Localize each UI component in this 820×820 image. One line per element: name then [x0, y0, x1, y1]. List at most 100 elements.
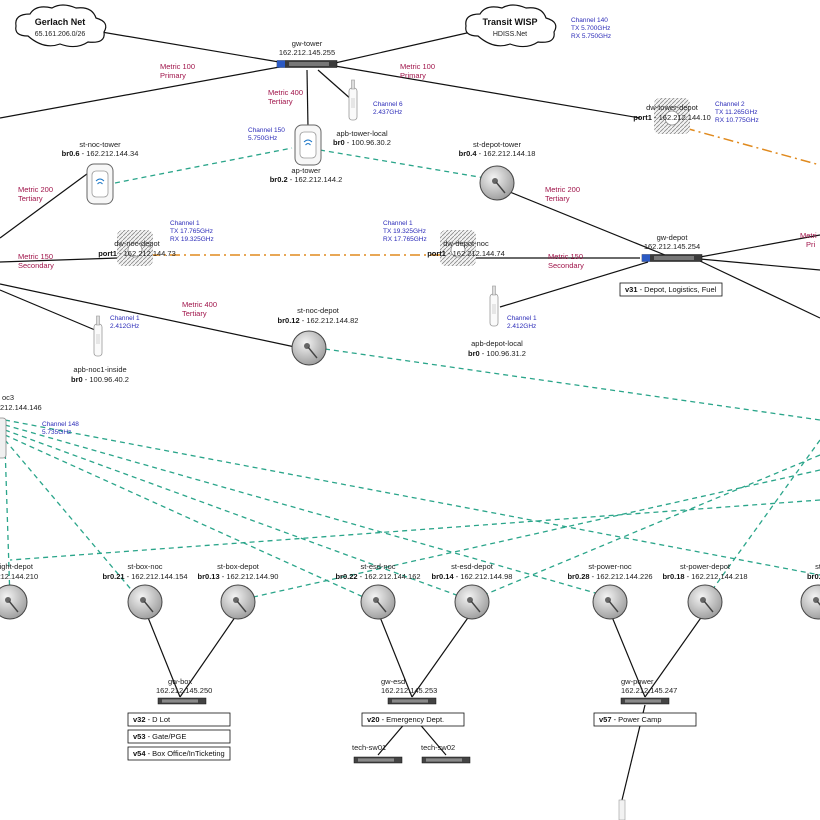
st-noc-tower-ip: 162.212.144.34 [86, 149, 138, 158]
station-ip: 162.212.144.162 [364, 572, 420, 581]
metric-150-left-line1: Metric 150 [18, 252, 53, 261]
station-address: br0.21 - 162.212.144.154 [102, 572, 187, 581]
station-ip: 162.212.144.90 [226, 572, 278, 581]
station-address: br0.28 - 162.212.144.226 [567, 572, 652, 581]
apb-depot-local-name: apb-depot-local [471, 339, 523, 348]
switch-icon [157, 697, 207, 705]
station-name: st-esd-depot [451, 562, 494, 571]
vlan-v54-id: v54 [133, 749, 146, 758]
vlan-v53-label: - Gate/PGE [146, 732, 187, 741]
dish-icon [439, 229, 477, 267]
ap-tower-iface: br0.2 [270, 175, 288, 184]
dw-noc-depot: dw-noc-depot port1 - 162.212.144.73 Chan… [98, 220, 214, 267]
metric-400-top-line2: Tertiary [268, 97, 293, 106]
dish-icon [360, 584, 396, 620]
station-iface: br0.28 [567, 572, 589, 581]
station-address: br0.18 - 162.212.144.218 [662, 572, 747, 581]
station-name: st-esd-noc [360, 562, 395, 571]
tech-sw02: tech-sw02 [421, 743, 471, 764]
ap-tower-addr: br0.2 - 162.212.144.2 [270, 175, 343, 184]
access-point-icon [294, 124, 322, 166]
cloud-gerlach-name: Gerlach Net [35, 17, 86, 27]
wireless-links [4, 127, 820, 601]
station-address: br0.22 - 162.212.144.162 [335, 572, 420, 581]
switch-icon [353, 756, 403, 764]
apb-noc1-inside-name: apb-noc1-inside [73, 365, 126, 374]
metric-150-right-line1: Metric 150 [548, 252, 583, 261]
transit-channel-line1: Channel 140 [571, 17, 608, 24]
tech-sw01: tech-sw01 [352, 743, 403, 764]
access-point-icon [0, 417, 7, 459]
cloud-gerlach-net: Gerlach Net 65.161.206.0/26 [15, 4, 107, 48]
apb-tower-channel-line2: 2.437GHz [373, 109, 402, 116]
apb-noc1-inside-addr: br0 - 100.96.40.2 [71, 375, 129, 384]
vlan-v31-label: - Depot, Logistics, Fuel [638, 285, 717, 294]
noc3-ip: 212.144.146 [0, 403, 42, 412]
gw-esd-name: gw-esd [381, 677, 405, 686]
st-noc-tower-addr: br0.6 - 162.212.144.34 [62, 149, 139, 158]
vlan-v57: v57 - Power Camp [599, 715, 662, 724]
gw-box-name: gw-box [168, 677, 192, 686]
gw-box-ip: 162.212.145.250 [156, 686, 212, 695]
cloud-gerlach-subnet: 65.161.206.0/26 [35, 31, 86, 38]
dw-noc-depot-addr: port1 - 162.212.144.73 [98, 249, 176, 258]
metric-150-left-line2: Secondary [18, 261, 54, 270]
dw-tower-depot-channel-line2: TX 11.265GHz [715, 109, 758, 116]
vlan-v32: v32 - D Lot [133, 715, 171, 724]
ap-tower-channel-line1: Channel 150 [248, 127, 285, 134]
station-name: st-night-depot [0, 562, 34, 571]
station-separator: - [358, 572, 365, 581]
vlan-v32-label: - D Lot [146, 715, 172, 724]
noc3-channel-line2: 5.735GHz [42, 429, 71, 436]
metric-edge-line1: Metri [800, 231, 817, 240]
apb-noc1-inside-ip: 100.96.40.2 [89, 375, 129, 384]
station-address: 162.212.144.210 [0, 572, 38, 581]
vlan-box-v57 [593, 712, 697, 727]
gw-power-name: gw-power [621, 677, 654, 686]
metric-100-right-line2: Primary [400, 71, 426, 80]
switch-icon [421, 756, 471, 764]
gw-power-ip: 162.212.145.247 [621, 686, 677, 695]
st-noc-depot-addr: br0.12 - 162.212.144.82 [278, 316, 359, 325]
station-ip: 162.212.144.98 [460, 572, 512, 581]
metric-400-mid-line1: Metric 400 [182, 300, 217, 309]
noc3-channel-line1: Channel 148 [42, 421, 79, 428]
station-iface: br0.22 [335, 572, 357, 581]
st-noc-depot-ip: 162.212.144.82 [306, 316, 358, 325]
station-ip: 162.212.144.154 [131, 572, 187, 581]
vlan-v54: v54 - Box Office/InTicketing [133, 749, 225, 758]
dish-icon [220, 584, 256, 620]
noc3-partial: oc3 212.144.146 Channel 148 5.735GHz [0, 393, 79, 459]
metric-200-right-line1: Metric 200 [545, 185, 580, 194]
router-icon [276, 60, 338, 68]
station-iface: br0.13 [198, 572, 220, 581]
metric-400-mid-line2: Tertiary [182, 309, 207, 318]
dw-tower-depot-name: dw-tower-depot [646, 103, 699, 112]
metric-100-left-line2: Primary [160, 71, 186, 80]
dish-icon [479, 165, 515, 201]
apb-tower-local: Channel 6 2.437GHz apb-tower-local br0 -… [333, 79, 403, 147]
station-ip: 162.212.144.226 [596, 572, 652, 581]
dw-tower-depot-iface: port1 [633, 113, 652, 122]
dw-tower-depot: dw-tower-depot port1 - 162.212.144.10 Ch… [633, 97, 759, 135]
gw-tower: gw-tower 162.212.145.255 [276, 39, 338, 68]
station-separator: - [454, 572, 461, 581]
dw-noc-depot-channel-line2: TX 17.765GHz [170, 228, 213, 235]
gw-power: gw-power 162.212.145.247 v57 - Power Cam… [593, 677, 697, 820]
station-name: st [815, 562, 820, 571]
tech-sw02-name: tech-sw02 [421, 743, 455, 752]
cloud-transit-sub: HDISS.Net [493, 31, 527, 38]
vlan-box-v54 [127, 746, 231, 761]
station-address: br0.13 - 162.212.144.90 [198, 572, 279, 581]
vlan-v20-id: v20 [367, 715, 380, 724]
station-iface: br0.14 [432, 572, 455, 581]
metric-150-right-line2: Secondary [548, 261, 584, 270]
apb-tower-local-addr: br0 - 100.96.30.2 [333, 138, 391, 147]
st-noc-depot-iface: br0.12 [278, 316, 300, 325]
metric-edge-line2: Pri [806, 240, 816, 249]
ap-tower-name: ap-tower [291, 166, 321, 175]
